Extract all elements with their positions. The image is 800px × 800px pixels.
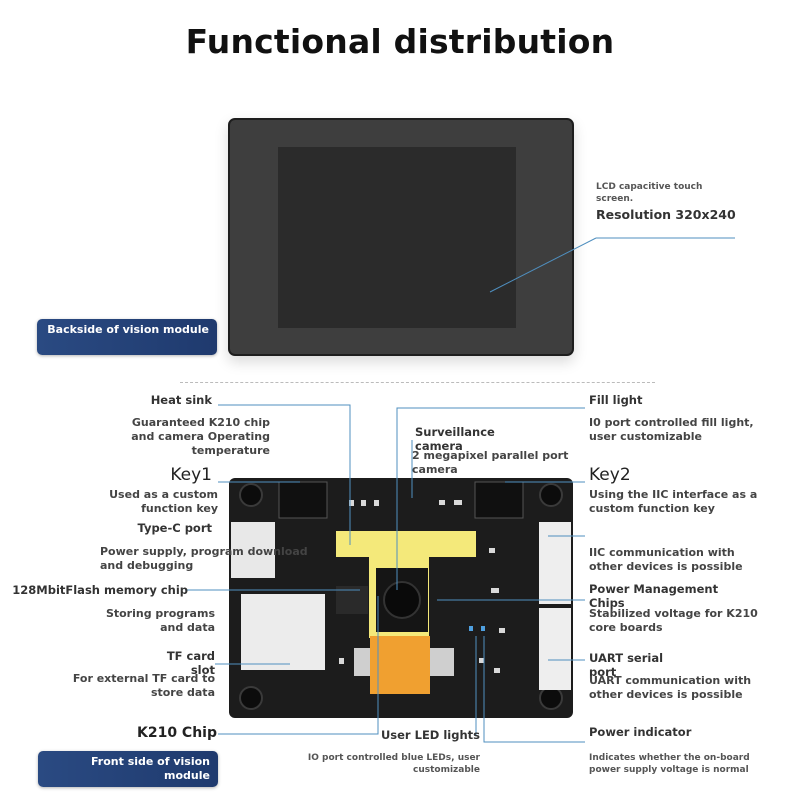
key1-button (278, 481, 328, 519)
label-power-mgmt: Power Management Chips (589, 582, 719, 610)
screw-icon (539, 483, 563, 507)
leader-line (218, 596, 379, 735)
desc-power-indicator: Indicates whether the on-board power sup… (589, 753, 750, 775)
backside-badge: Backside of vision module (37, 319, 217, 355)
key2-button (474, 481, 524, 519)
board-art (231, 481, 571, 710)
desc-uart: UART communication with other devices is… (589, 674, 752, 701)
lcd-screen (278, 147, 516, 328)
typec-port (231, 522, 275, 578)
desc-key1: Used as a custom function key (109, 488, 218, 515)
desc-camera: 2 megapixel parallel port camera (412, 449, 569, 476)
label-power-indicator: Power indicator (589, 725, 692, 739)
screw-icon (239, 686, 263, 710)
label-heat-sink: Heat sink (150, 393, 212, 407)
user-led (481, 626, 485, 631)
desc-tf-card: For external TF card to store data (72, 672, 215, 699)
label-key1: Key1 (170, 465, 212, 485)
desc-heat-sink: Guaranteed K210 chip and camera Operatin… (131, 416, 270, 457)
desc-power-mgmt: Stabilized voltage for K210 core boards (589, 607, 758, 634)
label-key2: Key2 (589, 465, 631, 485)
lcd-resolution: Resolution 320x240 (596, 207, 736, 222)
label-k210-chip: K210 Chip (136, 725, 217, 741)
camera-flex-cable (370, 636, 430, 694)
desc-key2: Using the IIC interface as a custom func… (589, 488, 758, 515)
leader-line (483, 636, 585, 743)
vision-module-board (229, 478, 573, 718)
desc-fill-light: I0 port controlled fill light, user cust… (589, 416, 754, 443)
lcd-label: LCD capacitive touch screen. (596, 182, 703, 204)
section-divider (180, 382, 655, 383)
user-led (469, 626, 473, 631)
label-tf-card: TF card slot (166, 649, 215, 677)
label-flash: 128MbitFlash memory chip (12, 583, 188, 597)
tf-card-slot (241, 594, 325, 670)
screw-icon (239, 483, 263, 507)
leader-line (396, 407, 585, 590)
label-uart: UART serial port (589, 651, 664, 679)
label-user-led: User LED lights (380, 728, 480, 742)
label-typec: Type-C port (137, 521, 212, 535)
desc-typec: Power supply, program download and debug… (100, 545, 308, 572)
camera-lens (383, 581, 421, 619)
flash-chip (336, 586, 368, 614)
label-camera: Surveillance camera (415, 425, 495, 453)
frontside-badge: Front side of vision module (38, 751, 218, 787)
label-iic: IIC communication with other devices is … (589, 546, 743, 573)
label-fill-light: Fill light (589, 393, 643, 407)
page-title: Functional distribution (185, 22, 615, 61)
leader-line (489, 237, 597, 293)
desc-user-led: IO port controlled blue LEDs, user custo… (307, 753, 480, 775)
desc-flash: Storing programs and data (105, 607, 215, 634)
uart-connector (539, 608, 571, 690)
leader-line (218, 404, 351, 545)
